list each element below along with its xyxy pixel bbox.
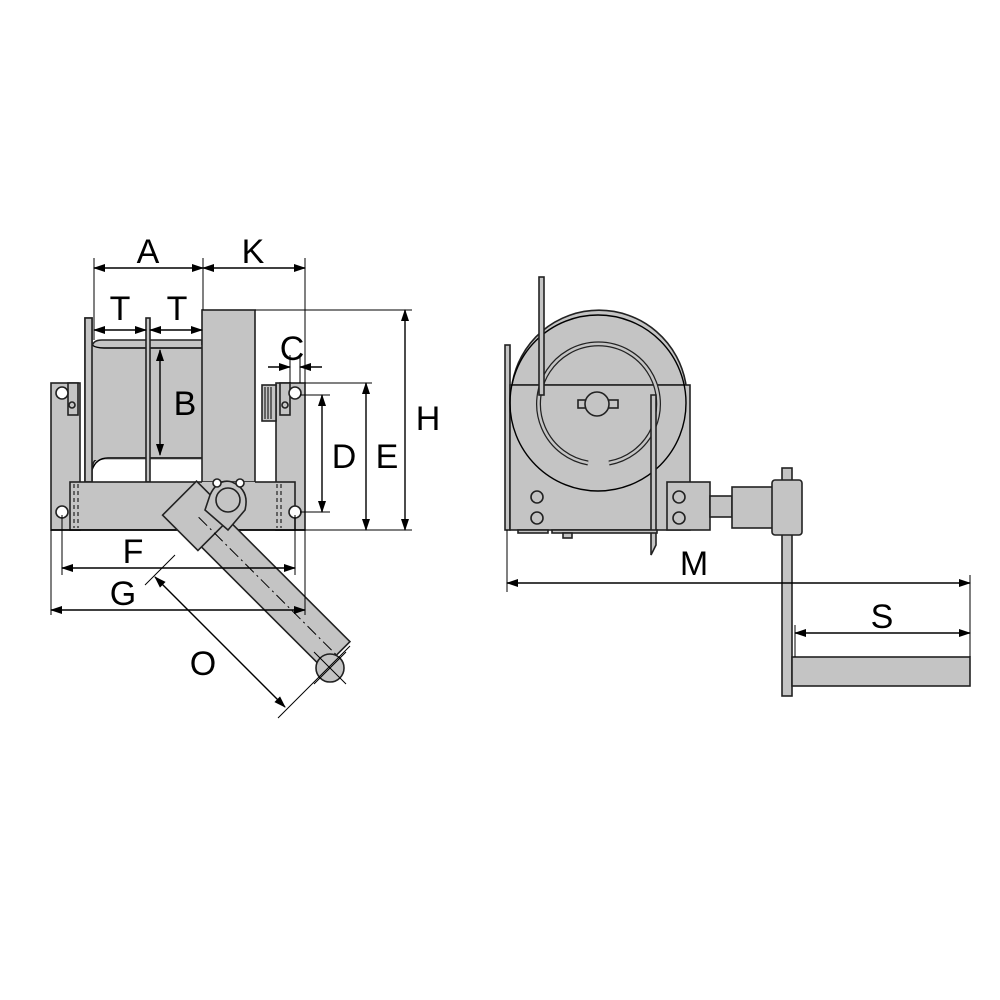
drum-left-flange [84,317,93,483]
label-C: C [280,330,305,368]
label-D: D [332,438,357,476]
rope-in [538,276,545,396]
label-K: K [242,233,265,271]
label-T-left: T [110,290,131,328]
label-G: G [110,575,136,613]
label-M: M [680,545,708,583]
label-H: H [416,400,441,438]
drum-top [511,309,687,386]
gearbox [666,481,711,531]
gear-housing [201,309,256,498]
rope-out [650,394,657,556]
side-view [504,276,971,697]
coupling [261,384,277,422]
front-dimensions [50,258,412,719]
crank-grip [791,656,971,687]
label-F: F [123,533,144,571]
label-B: B [174,385,197,423]
side-dimensions [506,530,971,657]
crank-housing [771,479,803,536]
front-view [50,309,352,685]
mounting-holes [55,386,302,519]
left-bracket [67,382,79,416]
label-S: S [871,598,894,636]
label-A: A [137,233,160,271]
right-bracket [279,382,291,416]
drum-shaft [584,391,610,417]
label-O: O [190,645,216,683]
label-T-right: T [167,290,188,328]
drum-mid-flange [145,317,151,483]
label-E: E [376,438,399,476]
